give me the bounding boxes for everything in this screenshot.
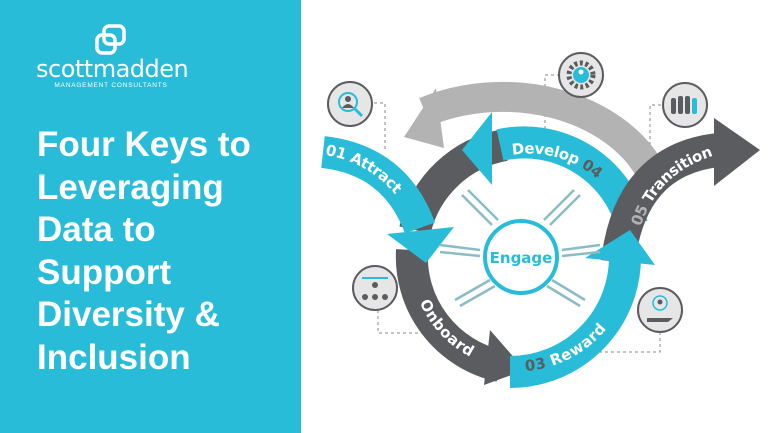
brand-name: scottmadden xyxy=(36,55,189,83)
title-line: Leveraging xyxy=(37,167,224,207)
title-line: Diversity & xyxy=(37,295,220,334)
reward-arrow xyxy=(509,230,655,388)
engagement-cycle-diagram: Engage 01 Attract 02 Onboard 03 Reward D… xyxy=(320,52,760,388)
left-panel: scottmadden MANAGEMENT CONSULTANTS Four … xyxy=(0,0,301,433)
logo-mark-icon xyxy=(95,24,126,55)
engage-spokes xyxy=(439,189,601,308)
hand-person-icon xyxy=(637,287,683,333)
title-line: Support xyxy=(37,252,172,292)
magnifier-person-icon xyxy=(327,81,373,127)
brand-tagline: MANAGEMENT CONSULTANTS xyxy=(54,82,168,89)
title-line: Inclusion xyxy=(37,337,191,377)
scottmadden-logo: scottmadden MANAGEMENT CONSULTANTS xyxy=(36,24,189,90)
return-arrow xyxy=(404,81,664,178)
gear-person-icon xyxy=(558,52,604,98)
org-chart-icon xyxy=(352,265,398,311)
attract-arrow xyxy=(320,136,454,263)
engage-circle xyxy=(483,219,559,295)
title-line: Four Keys to xyxy=(37,125,251,164)
group-people-icon xyxy=(662,82,708,128)
develop-label: Develop 04 xyxy=(511,140,606,183)
engage-label: Engage xyxy=(490,249,553,267)
title-line: Data to xyxy=(37,210,156,249)
page-title: Four Keys to Leveraging Data to Support … xyxy=(37,124,251,379)
